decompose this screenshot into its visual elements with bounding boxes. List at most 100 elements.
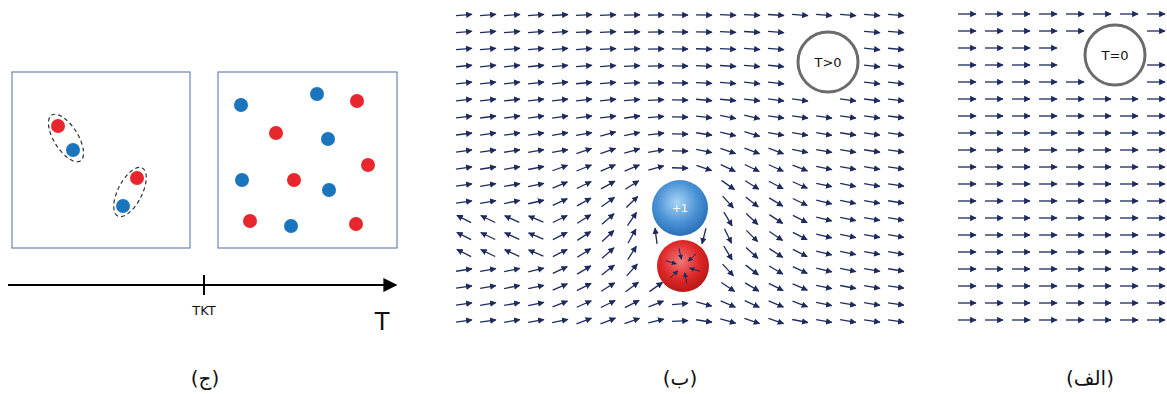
spin-arrow xyxy=(816,285,832,288)
spin-arrow xyxy=(958,149,976,150)
spin-arrow xyxy=(648,14,664,15)
spin-arrow xyxy=(624,14,640,16)
spin-arrow xyxy=(1012,81,1030,82)
spin-arrow xyxy=(1093,115,1111,116)
spin-arrow xyxy=(504,116,520,118)
spin-arrow xyxy=(601,300,615,307)
spin-arrow xyxy=(624,48,640,50)
spin-arrow xyxy=(480,286,496,289)
spin-arrow xyxy=(1093,302,1111,303)
spin-arrow xyxy=(958,285,976,286)
spin-arrow xyxy=(768,14,784,15)
spin-arrow xyxy=(816,268,832,272)
spin-arrow xyxy=(1012,30,1030,31)
spin-arrow xyxy=(840,234,856,237)
charge-dot xyxy=(51,119,65,133)
spin-arrow xyxy=(768,99,784,101)
spin-arrow xyxy=(1147,251,1165,252)
spin-arrow xyxy=(672,133,688,135)
spin-arrow xyxy=(624,99,640,100)
spin-arrow xyxy=(1120,251,1138,252)
spin-arrow xyxy=(769,198,783,206)
spin-arrow xyxy=(480,31,496,32)
spin-arrow xyxy=(793,232,807,239)
spin-arrow xyxy=(504,99,520,101)
spin-arrow xyxy=(1039,234,1057,235)
axis-tick-label: TKT xyxy=(192,303,215,318)
spin-arrow xyxy=(648,133,664,135)
spin-arrow xyxy=(1066,217,1084,218)
spin-arrow xyxy=(505,250,520,257)
spin-arrow xyxy=(480,150,496,152)
spin-arrow xyxy=(553,232,567,239)
spin-arrow xyxy=(528,133,544,135)
spin-arrow xyxy=(696,31,712,33)
spin-arrow xyxy=(793,249,807,256)
spin-arrow xyxy=(648,82,664,84)
spin-arrow xyxy=(840,286,856,289)
spin-arrow xyxy=(746,265,759,275)
spin-arrow xyxy=(576,133,592,136)
spin-arrow xyxy=(1066,302,1084,303)
spin-arrow xyxy=(528,150,544,153)
charge-dot xyxy=(234,98,248,112)
spin-arrow xyxy=(985,13,1003,14)
spin-arrow xyxy=(1066,13,1084,14)
spin-arrow xyxy=(456,201,472,203)
spin-arrow xyxy=(552,150,568,153)
spin-arrow xyxy=(1066,319,1084,320)
spin-arrow xyxy=(552,82,568,84)
spin-arrow xyxy=(480,303,496,306)
panel-label: (ب) xyxy=(663,366,697,390)
spin-arrow xyxy=(720,14,736,16)
spin-arrow xyxy=(504,65,520,67)
spin-arrow xyxy=(746,214,758,225)
spin-arrow xyxy=(504,133,520,135)
spin-arrow xyxy=(864,150,880,152)
spin-arrow xyxy=(1120,319,1138,320)
spin-arrow xyxy=(1147,285,1165,286)
spin-arrow xyxy=(840,133,856,135)
spin-arrow xyxy=(1039,115,1057,116)
charge-dot xyxy=(116,199,130,213)
spin-arrow xyxy=(552,133,568,136)
spin-arrow xyxy=(1147,13,1165,14)
spin-arrow xyxy=(648,48,664,50)
spin-arrow xyxy=(793,182,808,188)
spin-arrow xyxy=(1012,302,1030,303)
spin-arrow xyxy=(480,201,496,204)
spin-arrow xyxy=(1120,183,1138,184)
spin-arrow xyxy=(696,149,712,152)
spin-arrow xyxy=(1147,30,1165,31)
spin-arrow xyxy=(840,116,856,118)
spin-arrow xyxy=(600,48,616,50)
spin-arrow xyxy=(528,183,544,186)
spin-arrow xyxy=(1012,268,1030,269)
spin-arrow xyxy=(1120,200,1138,201)
spin-arrow xyxy=(769,301,784,307)
spin-arrow xyxy=(553,301,568,307)
spin-arrow xyxy=(744,31,760,33)
spin-arrow xyxy=(1039,200,1057,201)
node-text: +1 xyxy=(672,202,688,215)
spin-arrow xyxy=(602,248,614,259)
spin-arrow xyxy=(552,319,568,322)
spin-arrow xyxy=(628,229,636,243)
spin-arrow xyxy=(768,148,783,154)
spin-arrow xyxy=(528,65,544,67)
charge-dot xyxy=(361,158,375,172)
spin-arrow xyxy=(769,215,782,224)
spin-arrow xyxy=(1039,319,1057,320)
spin-arrow xyxy=(744,99,760,101)
spin-arrow xyxy=(1093,234,1111,235)
spin-arrow xyxy=(505,216,520,223)
spin-arrow xyxy=(1120,285,1138,286)
spin-arrow xyxy=(720,82,736,83)
spin-arrow xyxy=(505,233,520,240)
spin-arrow xyxy=(721,180,734,189)
spin-arrow xyxy=(480,99,496,101)
spin-arrow xyxy=(864,48,880,50)
spin-arrow xyxy=(720,31,736,33)
spin-arrow xyxy=(744,65,760,66)
spin-arrow xyxy=(1039,47,1057,48)
